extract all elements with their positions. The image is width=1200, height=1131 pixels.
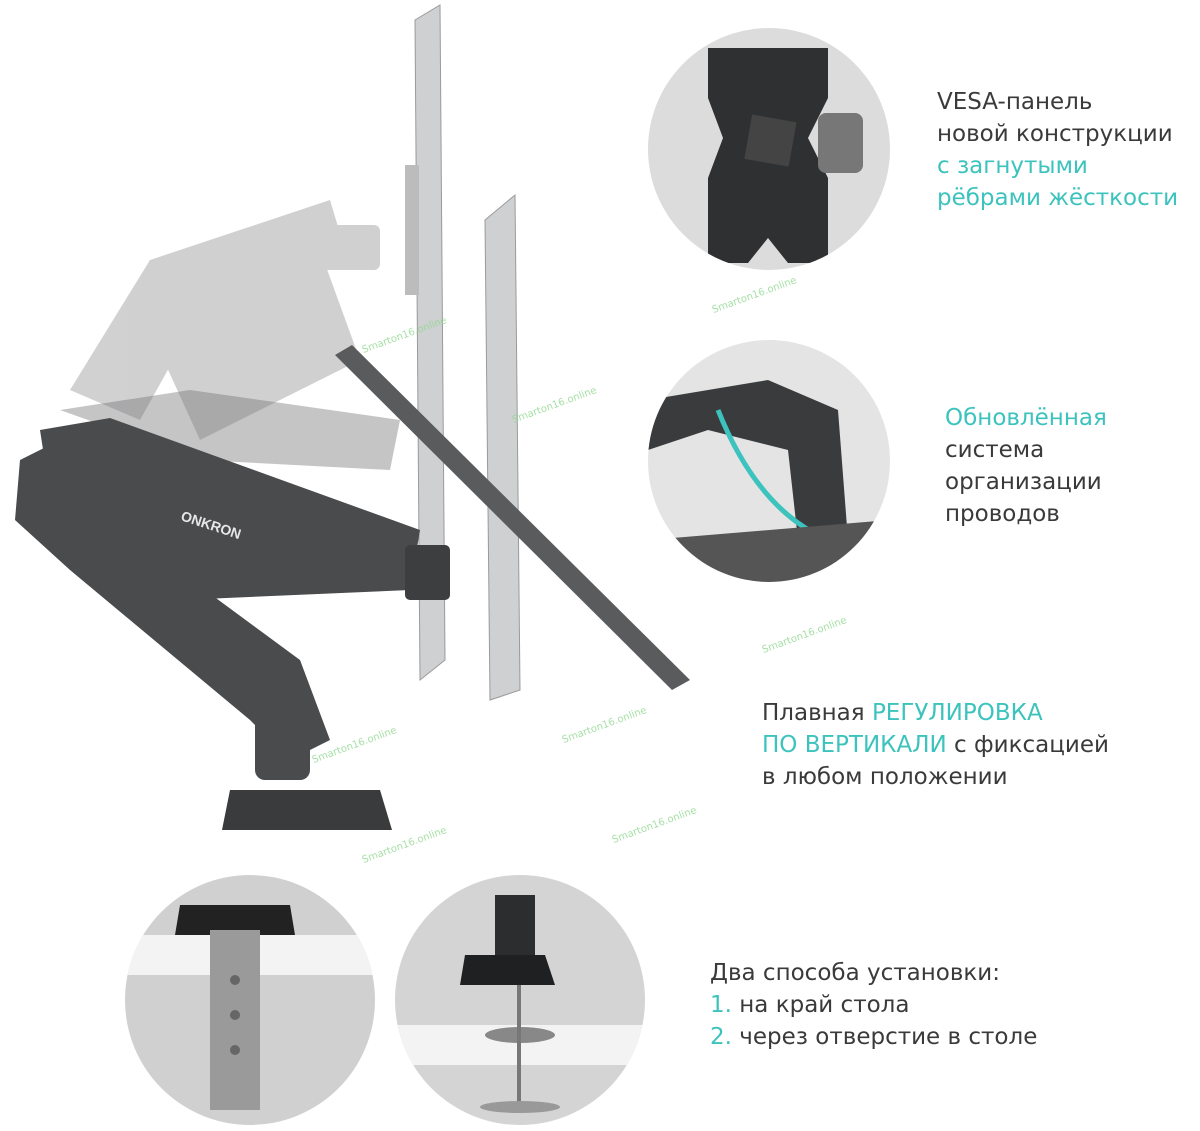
through-hole-closeup: [395, 875, 645, 1125]
monitor-tilted: [335, 345, 690, 690]
arm-lower: [15, 440, 330, 760]
product-illustration: ONKRON: [0, 0, 720, 860]
feature-cables-text: Обновлённая система организации проводов: [945, 405, 1107, 527]
feature-vesa-text: VESA-панель новой конструкции с загнутым…: [937, 89, 1179, 211]
install-option: 1. на край стола: [710, 992, 910, 1018]
monitor-ghost-top: [414, 4, 446, 682]
feature-install-text: Два способа установки: 1. на край стола …: [710, 957, 1037, 1053]
monitor-ghost-mid: [484, 193, 521, 701]
watermark: Smarton16.online: [760, 615, 849, 656]
install-option: 2. через отверстие в столе: [710, 1024, 1038, 1050]
vesa-panel-closeup: [648, 28, 890, 270]
edge-clamp-closeup: [125, 875, 375, 1125]
feature-height-text: Плавная РЕГУЛИРОВКА ПО ВЕРТИКАЛИ с фикса…: [762, 700, 1109, 790]
base-clamp: [222, 790, 392, 830]
cable-management-closeup: [648, 340, 890, 582]
watermark: Smarton16.online: [710, 275, 799, 316]
pole: [255, 700, 310, 780]
